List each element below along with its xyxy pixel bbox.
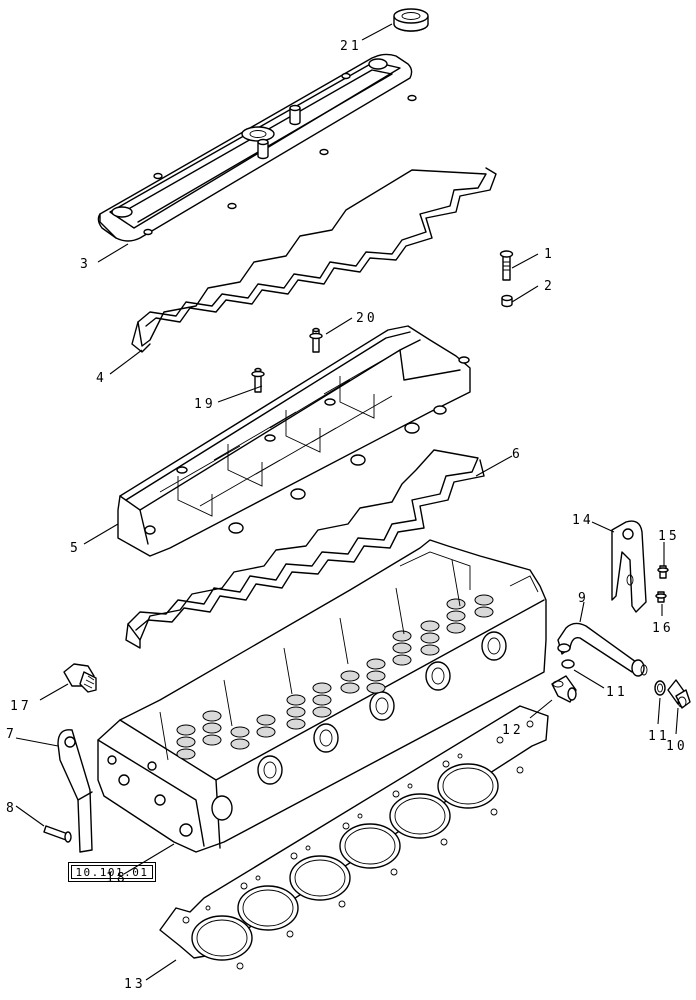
cross-reference-label: 10.101.01 bbox=[71, 865, 153, 879]
cross-reference-box[interactable]: 10.101.01 bbox=[68, 862, 156, 882]
seal-ring-11b bbox=[654, 680, 666, 696]
bracket-bolt-8 bbox=[43, 825, 72, 843]
callout-19: 19 bbox=[194, 397, 216, 412]
callout-6: 6 bbox=[512, 447, 523, 462]
callout-5: 5 bbox=[70, 541, 81, 556]
callout-8: 8 bbox=[6, 801, 17, 816]
callout-12: 12 bbox=[502, 723, 524, 738]
callout-17: 17 bbox=[10, 699, 32, 714]
oil-filler-cap bbox=[393, 8, 429, 32]
callout-4: 4 bbox=[96, 371, 107, 386]
callout-15: 15 bbox=[658, 529, 680, 544]
cylinder-head bbox=[97, 539, 547, 853]
rocker-cover-gasket bbox=[131, 167, 497, 353]
rocker-housing bbox=[117, 325, 471, 557]
housing-gasket bbox=[125, 449, 485, 649]
cover-bolt bbox=[499, 250, 514, 281]
rocker-cover bbox=[97, 53, 417, 242]
callout-2: 2 bbox=[544, 279, 555, 294]
callout-labels: 21 3 1 2 20 4 19 5 6 14 15 16 9 11 11 10… bbox=[6, 39, 688, 992]
leader-lines bbox=[15, 23, 679, 981]
oil-tube bbox=[557, 622, 648, 677]
lifting-bracket-14 bbox=[611, 520, 647, 613]
callout-1: 1 bbox=[544, 247, 555, 262]
union-fitting-10 bbox=[667, 679, 691, 709]
bracket-screw-16 bbox=[655, 591, 667, 603]
callout-11a: 11 bbox=[606, 685, 628, 700]
callout-9: 9 bbox=[578, 591, 589, 606]
elbow-fitting-12 bbox=[551, 675, 577, 703]
callout-13: 13 bbox=[124, 977, 146, 992]
cover-bolt-washer bbox=[501, 294, 513, 308]
bracket-screw-15 bbox=[657, 565, 669, 579]
callout-21: 21 bbox=[340, 39, 362, 54]
valve-springs bbox=[176, 594, 494, 760]
callout-3: 3 bbox=[80, 257, 91, 272]
seal-ring-11a bbox=[561, 659, 575, 669]
head-gasket bbox=[159, 705, 549, 970]
callout-14: 14 bbox=[572, 513, 594, 528]
stud-bolt-20 bbox=[309, 327, 323, 353]
gasket-bolt-holes bbox=[182, 720, 534, 970]
callout-10: 10 bbox=[666, 739, 688, 754]
plug-17 bbox=[63, 663, 97, 693]
callout-16: 16 bbox=[652, 621, 674, 636]
lifting-bracket-7 bbox=[57, 729, 93, 853]
callout-11b: 11 bbox=[648, 729, 670, 744]
callout-7: 7 bbox=[6, 727, 17, 742]
callout-20: 20 bbox=[356, 311, 378, 326]
